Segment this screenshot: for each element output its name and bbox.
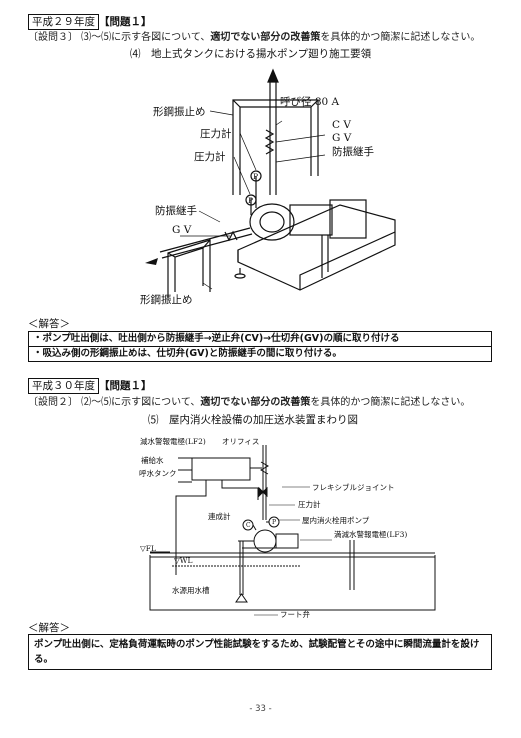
label-wl: ▽WL [174, 556, 193, 565]
year-label: 平成３０年度 [28, 378, 99, 394]
answer-table-1: ・ポンプ吐出側は、吐出側から防振継手→逆止弁(CV)→仕切弁(GV)の順に取り付… [28, 331, 492, 362]
answer-heading-1: ＜解答＞ [28, 318, 70, 330]
label-gv-left: G V [172, 224, 192, 236]
label-gv-right: G V [332, 132, 352, 144]
label-pressure-gauge-2: 圧力計 [194, 151, 226, 163]
label-lf3: 満減水警報電極(LF3) [334, 530, 408, 539]
p-mark: P [272, 519, 277, 526]
question-prefix: 〔設問２〕 ⑵〜⑸に示す図について、 [28, 397, 201, 408]
problem-label: 【問題１】 [99, 16, 152, 28]
label-antivibration-joint-left: 防振継手 [155, 205, 197, 217]
label-antivibration-joint-right: 防振継手 [332, 146, 374, 158]
question-bold: 適切でない部分の改善策 [210, 32, 321, 43]
question-text: 〔設問２〕 ⑵〜⑸に示す図について、適切でない部分の改善策を具体的かつ簡潔に記述… [28, 396, 470, 409]
question-prefix: 〔設問３〕 ⑶〜⑸に示す各図について、 [28, 32, 211, 43]
p-mark-1: P [253, 172, 259, 181]
label-fl: ▽FL [140, 544, 156, 553]
label-priming-tank: 呼水タンク [139, 469, 177, 478]
question-bold: 適切でない部分の改善策 [200, 397, 311, 408]
label-compound-gauge: 連成計 [208, 512, 231, 521]
label-pressure-gauge: 圧力計 [298, 500, 321, 509]
figure-title: ⑷ 地上式タンクにおける揚水ポンプ廻り施工要領 [130, 48, 372, 60]
question-suffix: を具体的かつ簡潔に記述しなさい。 [320, 32, 481, 43]
section1-header: 平成２９年度【問題１】 [28, 14, 152, 30]
label-foot-valve: フート弁 [280, 610, 310, 619]
label-orifice: オリフィス [222, 437, 260, 446]
figure-title: ⑸ 屋内消火栓設備の加圧送水装置まわり図 [148, 414, 358, 426]
answer-row: ・ポンプ吐出側は、吐出側から防振継手→逆止弁(CV)→仕切弁(GV)の順に取り付… [33, 333, 400, 344]
section2-header: 平成３０年度【問題１】 [28, 378, 152, 394]
label-flexible-joint: フレキシブルジョイント [312, 483, 395, 492]
label-nominal-diameter: 呼び径 80 A [280, 96, 340, 108]
page-number: - 33 - [249, 704, 272, 714]
label-water-tank: 水源用水槽 [172, 586, 210, 595]
label-lf2: 減水警報電極(LF2) [140, 437, 206, 446]
label-steel-brace-bottom: 形鋼振止め [140, 294, 193, 306]
question-suffix: を具体的かつ簡潔に記述しなさい。 [310, 397, 471, 408]
p-mark-2: P [248, 196, 254, 205]
label-cv: C V [332, 119, 351, 131]
label-steel-brace-top: 形鋼振止め [153, 106, 206, 118]
c-mark: C [246, 522, 251, 529]
label-supply-water: 補給水 [141, 456, 164, 465]
answer-box-2: ポンプ吐出側に、定格負荷運転時のポンプ性能試験をするため、試験配管とその途中に瞬… [28, 634, 492, 670]
answer-heading-2: ＜解答＞ [28, 622, 70, 634]
label-fire-pump: 屋内消火栓用ポンプ [302, 516, 370, 525]
label-pressure-gauge-1: 圧力計 [200, 128, 232, 140]
year-label: 平成２９年度 [28, 14, 99, 30]
question-text: 〔設問３〕 ⑶〜⑸に示す各図について、適切でない部分の改善策を具体的かつ簡潔に記… [28, 31, 480, 44]
problem-label: 【問題１】 [99, 380, 152, 392]
answer-row: ・吸込み側の形鋼振止めは、仕切弁(GV)と防振継手の間に取り付ける。 [29, 346, 491, 361]
